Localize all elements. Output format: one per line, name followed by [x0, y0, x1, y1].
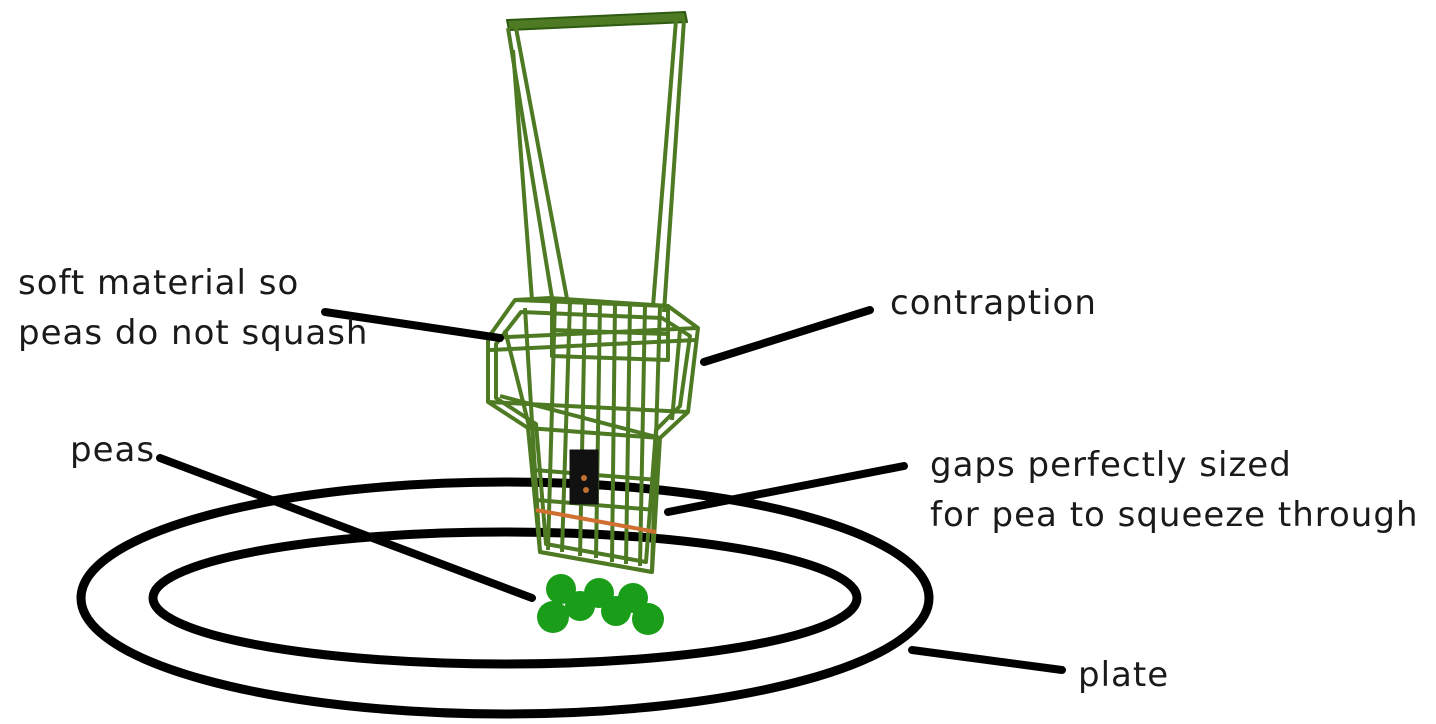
- plate-outer-rim: [76, 477, 934, 719]
- leader-plate: [908, 646, 1066, 674]
- label-soft-material-line1: soft material so: [18, 263, 300, 303]
- label-gaps-line2: for pea to squeeze through: [930, 495, 1419, 535]
- label-gaps: gaps perfectly sized for pea to squeeze …: [930, 440, 1419, 540]
- contraption: [486, 11, 700, 574]
- label-soft-material-line2: peas do not squash: [18, 313, 369, 353]
- handle: [506, 11, 688, 313]
- label-plate: plate: [1078, 655, 1170, 695]
- plate: [76, 477, 934, 719]
- pea: [565, 591, 595, 621]
- basket: [486, 296, 700, 574]
- leader-gaps: [664, 462, 908, 516]
- pea: [601, 596, 631, 626]
- peas: [537, 574, 664, 635]
- pea: [632, 603, 664, 635]
- plate-inner-rim: [148, 527, 862, 669]
- label-soft-material: soft material so peas do not squash: [18, 258, 368, 358]
- label-peas: peas: [70, 430, 156, 470]
- leader-lines: [156, 306, 1066, 674]
- pea: [537, 601, 569, 633]
- leader-contraption: [700, 306, 874, 366]
- label-contraption: contraption: [890, 283, 1097, 323]
- soft-material-strip: [535, 508, 657, 534]
- label-gaps-line1: gaps perfectly sized: [930, 445, 1292, 485]
- leader-peas: [156, 454, 536, 602]
- leader-soft-material: [321, 308, 504, 342]
